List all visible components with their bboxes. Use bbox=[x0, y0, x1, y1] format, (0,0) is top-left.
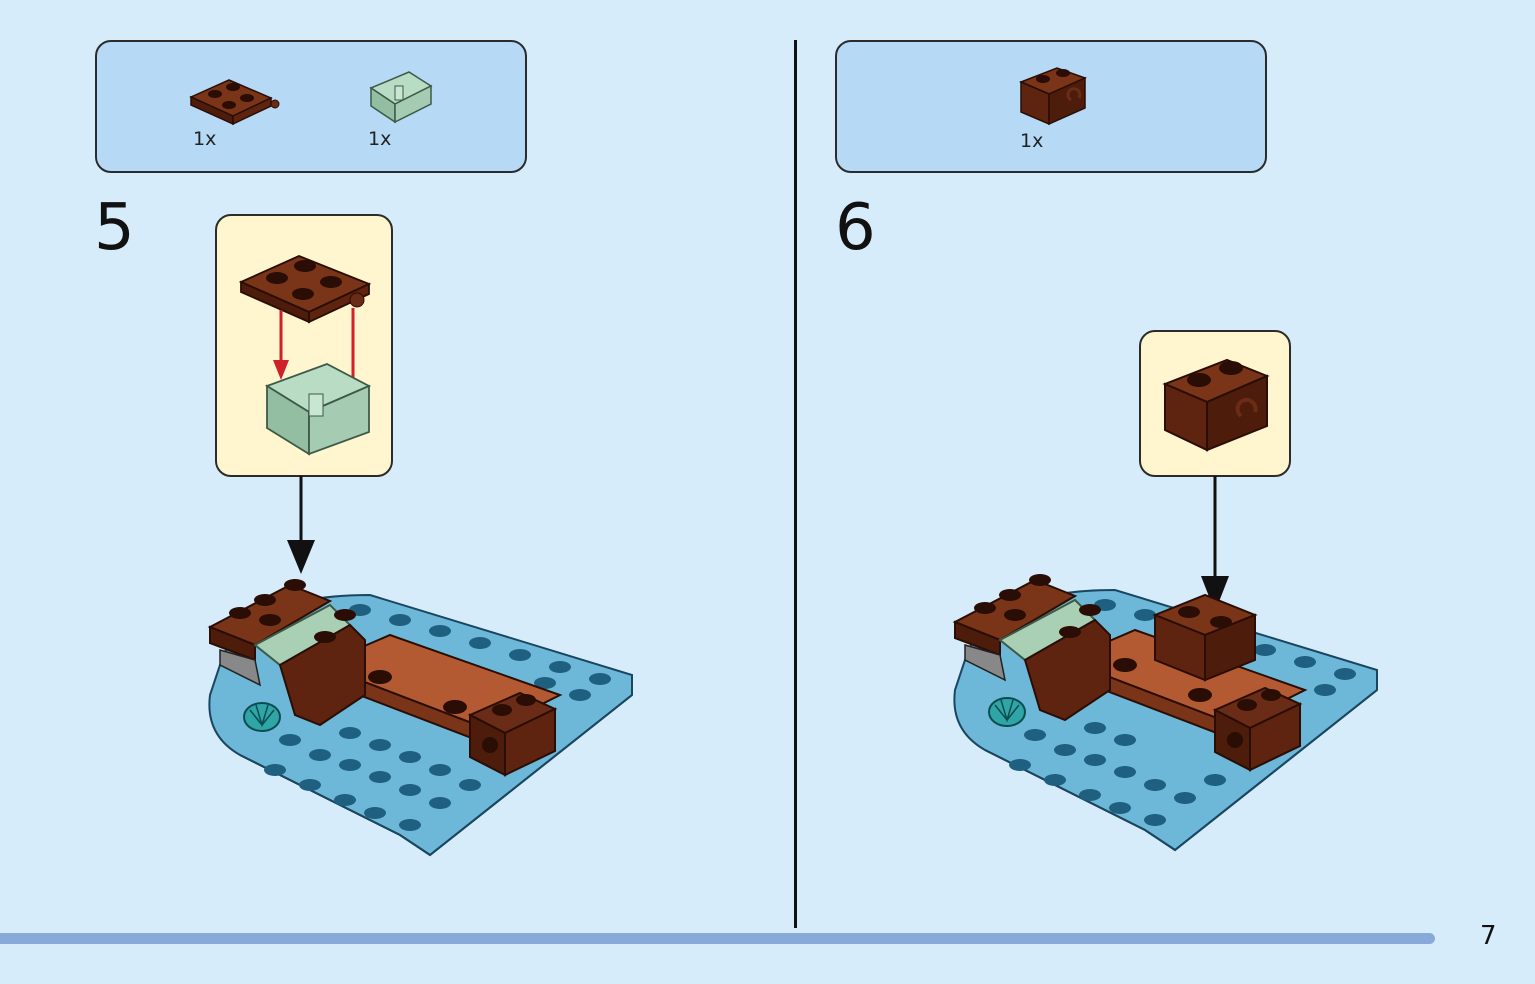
parts-list-step-6: 1x bbox=[835, 40, 1267, 173]
step-number: 6 bbox=[835, 191, 876, 265]
part-qty: 1x bbox=[368, 128, 392, 150]
brown-1x2-brick-with-clip-icon bbox=[1019, 67, 1088, 126]
sub-assembly-callout-step-5 bbox=[215, 214, 393, 477]
page-number: 7 bbox=[1480, 921, 1497, 951]
step-number: 5 bbox=[94, 191, 135, 265]
assembly-arrow bbox=[287, 476, 315, 574]
sub-assembly-plate-hinge bbox=[238, 255, 372, 456]
page-progress-bar bbox=[0, 933, 1435, 944]
brown-2x2-plate-with-pin-icon bbox=[189, 79, 280, 126]
model-base-step-5 bbox=[207, 579, 633, 857]
part-qty: 1x bbox=[1020, 130, 1044, 152]
part-qty: 1x bbox=[193, 128, 217, 150]
assembly-arrow bbox=[1201, 476, 1229, 612]
column-divider bbox=[794, 40, 797, 928]
parts-list-step-5: 1x 1x bbox=[95, 40, 527, 173]
sub-assembly-callout-step-6 bbox=[1139, 330, 1291, 477]
sand-green-hinge-plate-icon bbox=[369, 71, 433, 124]
model-base-step-6 bbox=[952, 574, 1378, 852]
brown-1x2-brick-with-clip bbox=[1162, 358, 1270, 452]
